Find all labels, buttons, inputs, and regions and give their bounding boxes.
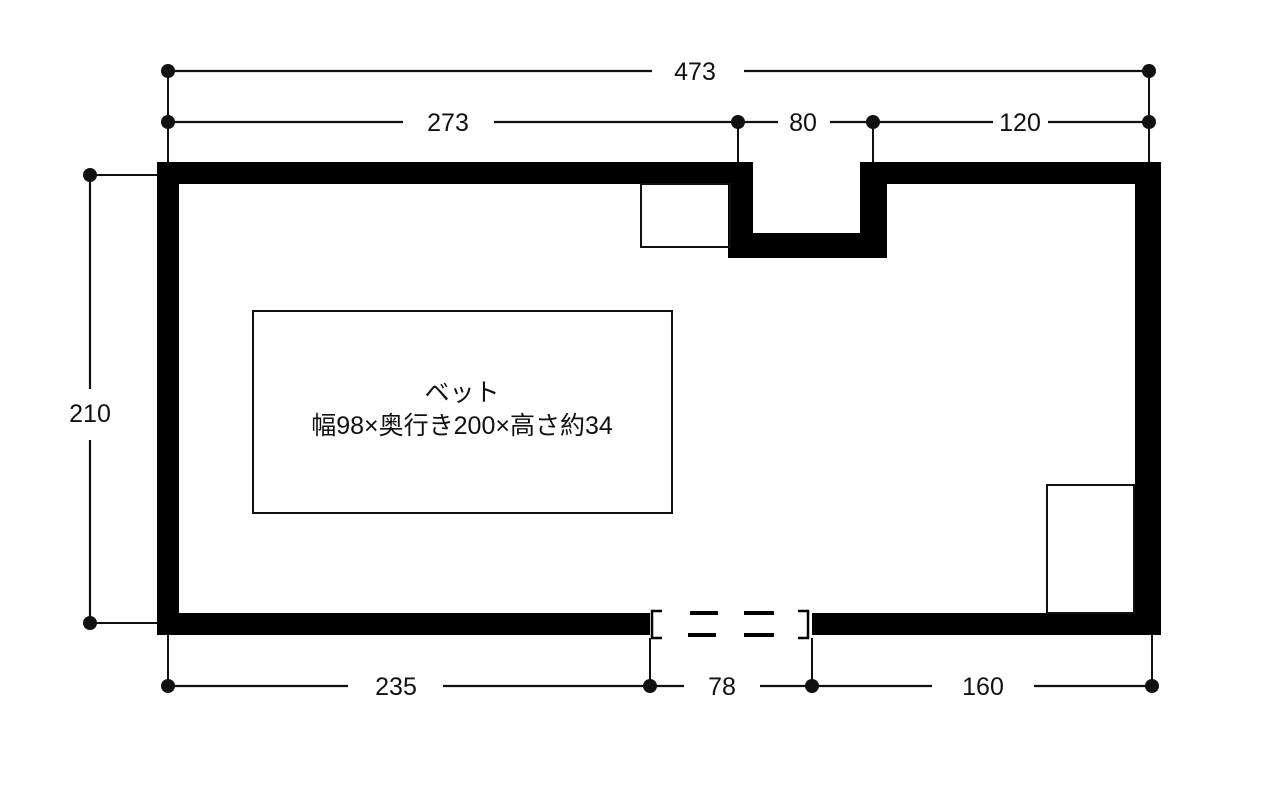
- dim-left-height-label: 210: [69, 400, 111, 428]
- wall-left: [157, 162, 179, 635]
- dim-endpoint-dot: [731, 115, 745, 129]
- dimension-labels: 473 273 80 120 210 235 78 160: [69, 58, 1041, 701]
- door-opening-dashes: [688, 611, 774, 637]
- dim-top-right-span-label: 120: [999, 109, 1041, 137]
- dim-bottom-opening-span-label: 78: [708, 673, 736, 701]
- dim-bottom-left-span-label: 235: [375, 673, 417, 701]
- dim-endpoint-dot: [161, 115, 175, 129]
- dim-endpoint-dot: [1145, 679, 1159, 693]
- wall-bottom-left: [157, 613, 650, 635]
- fixture-outline-bottom-right: [1046, 484, 1135, 614]
- bed-annotation: ベット 幅98×奥行き200×高さ約34: [311, 379, 613, 440]
- closet-outline: [640, 183, 731, 248]
- walls: [157, 162, 1161, 635]
- dim-endpoint-dot: [83, 168, 97, 182]
- dim-top-left-span-label: 273: [427, 109, 469, 137]
- dim-endpoint-dot: [866, 115, 880, 129]
- fixture-outlines: [252, 183, 1135, 614]
- dim-endpoint-dot: [1142, 115, 1156, 129]
- dimension-lines: [88, 69, 1152, 688]
- dim-endpoint-dot: [83, 616, 97, 630]
- wall-top-left: [157, 162, 753, 184]
- door-jamb-left: [650, 609, 662, 640]
- dim-top-alcove-span-label: 80: [789, 109, 817, 137]
- wall-right: [1135, 162, 1161, 635]
- bed-spec-label: 幅98×奥行き200×高さ約34: [311, 412, 613, 440]
- bed-name-label: ベット: [424, 379, 499, 407]
- door-jamb-right: [798, 609, 810, 640]
- bed-outline: [252, 310, 673, 514]
- wall-top-right: [860, 162, 1161, 184]
- dim-endpoint-dot: [643, 679, 657, 693]
- wall-bottom-right: [812, 613, 1161, 635]
- door-opening-dash: [744, 633, 774, 637]
- door-opening-dash: [744, 611, 774, 615]
- door-opening-dash: [690, 611, 718, 615]
- dim-endpoint-dot: [805, 679, 819, 693]
- dim-endpoint-dot: [161, 679, 175, 693]
- dim-bottom-right-span-label: 160: [962, 673, 1004, 701]
- dim-endpoint-dot: [1142, 64, 1156, 78]
- dim-endpoint-dot: [161, 64, 175, 78]
- door-opening-dash: [688, 633, 716, 637]
- dimension-endpoint-dots: [83, 64, 1159, 693]
- door-jambs: [650, 609, 810, 640]
- dim-overall-width-label: 473: [674, 58, 716, 86]
